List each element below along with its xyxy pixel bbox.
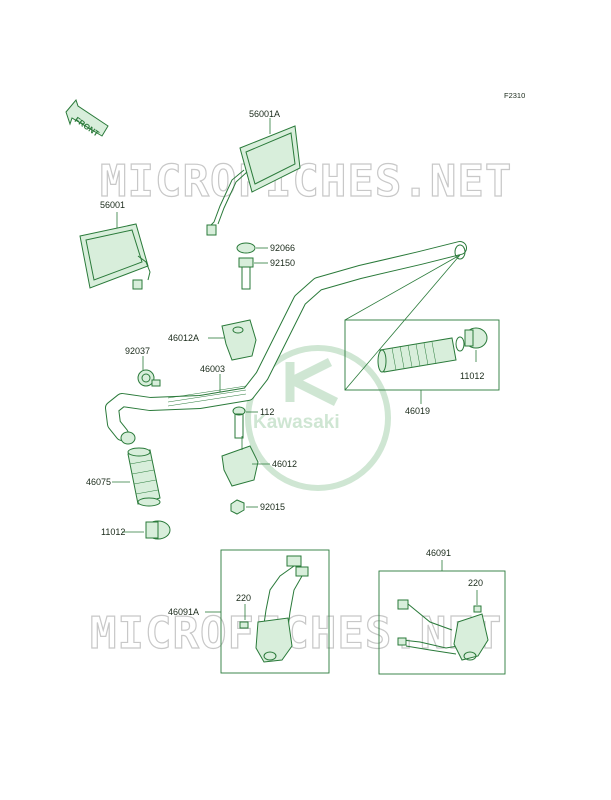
label-92015: 92015 [260, 502, 285, 512]
nut-92015 [230, 499, 245, 515]
bolt-92150 [238, 257, 254, 290]
handlebar-46003 [105, 241, 467, 445]
grip-46075 [127, 447, 161, 507]
mirror-56001 [79, 223, 151, 290]
figure-code: F2310 [504, 91, 525, 100]
label-11012-left: 11012 [101, 527, 125, 537]
front-arrow-icon: FRONT [65, 98, 109, 139]
mirror-56001A [206, 125, 301, 236]
label-46012: 46012 [272, 459, 297, 469]
switch-housing-left [239, 555, 309, 663]
box-46091A [220, 549, 330, 674]
end-cap-11012-right [464, 327, 488, 349]
label-56001: 56001 [100, 200, 125, 210]
box-46019 [344, 319, 500, 391]
label-112: 112 [260, 407, 274, 417]
throttle-grip [377, 336, 465, 373]
label-46075: 46075 [86, 477, 111, 487]
label-46012A: 46012A [168, 333, 199, 343]
kawasaki-logo: Kawasaki [245, 345, 391, 491]
label-220-left: 220 [236, 593, 251, 603]
label-46003: 46003 [200, 364, 225, 374]
watermark: MICROFICHES.NET MICROFICHES.NET [89, 155, 512, 659]
bolt-112 [232, 406, 246, 439]
washer-92066 [236, 242, 256, 254]
label-11012-right: 11012 [460, 371, 484, 381]
label-46019: 46019 [405, 406, 430, 416]
logo-text: Kawasaki [253, 412, 340, 433]
label-220-right: 220 [468, 578, 483, 588]
clamp-46012 [221, 445, 259, 487]
clamp-46012A [221, 319, 257, 361]
label-56001A: 56001A [249, 109, 280, 119]
watermark-text-top: MICROFICHES.NET [100, 156, 512, 207]
end-cap-11012-left [145, 520, 171, 540]
label-46091A: 46091A [168, 607, 199, 617]
switch-housing-right [397, 599, 489, 661]
label-92037: 92037 [125, 346, 150, 356]
label-92150: 92150 [270, 258, 295, 268]
label-92066: 92066 [270, 243, 295, 253]
clip-92037 [137, 369, 161, 387]
label-46091: 46091 [426, 548, 451, 558]
